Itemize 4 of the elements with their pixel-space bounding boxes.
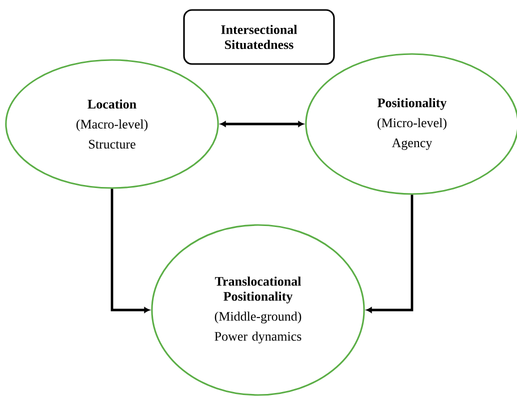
arrow (220, 121, 304, 127)
arrow (110, 188, 150, 313)
arrow (366, 194, 414, 313)
title-box: Intersectional Situatedness (183, 9, 335, 65)
